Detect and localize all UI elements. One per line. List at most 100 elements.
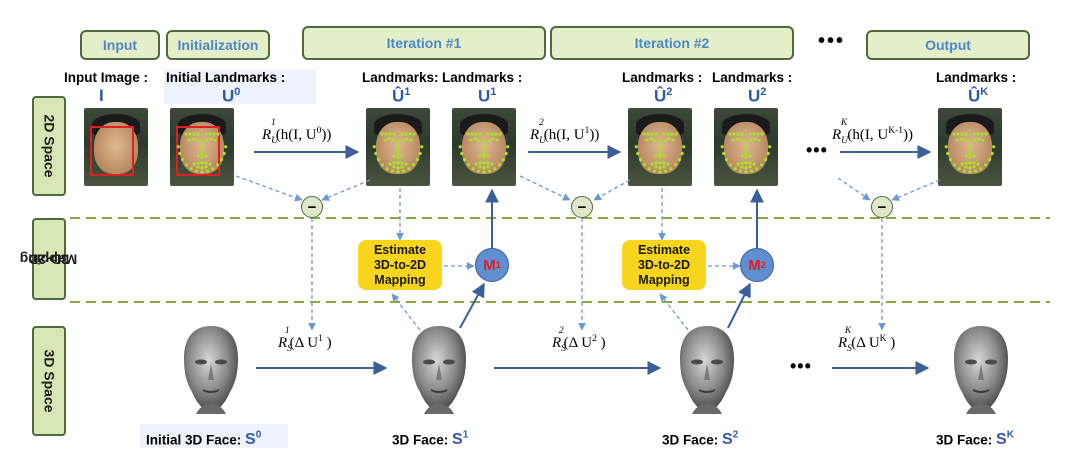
stage-label-input: Input bbox=[102, 37, 138, 53]
landmark-points bbox=[176, 132, 228, 174]
landmark-dot bbox=[736, 162, 740, 166]
landmark-dot bbox=[372, 145, 376, 149]
landmark-dot bbox=[735, 137, 739, 141]
formula-rsk: RSK(Δ UK ) bbox=[838, 326, 896, 354]
landmark-dot bbox=[176, 145, 180, 149]
landmark-dot bbox=[649, 137, 653, 141]
landmark-dot bbox=[732, 132, 736, 136]
label-initial-landmarks: Initial Landmarks : bbox=[166, 70, 286, 85]
landmark-dot bbox=[482, 155, 486, 159]
dash-hat2-to-minus bbox=[593, 179, 631, 201]
landmark-dot bbox=[682, 145, 686, 149]
landmark-dot bbox=[213, 138, 217, 142]
landmark-dot bbox=[392, 154, 396, 158]
landmark-dot bbox=[200, 170, 204, 174]
landmark-dot bbox=[466, 132, 470, 136]
landmark-dot bbox=[462, 158, 467, 162]
symbol-U2: U2 bbox=[748, 86, 767, 106]
face-model-sk bbox=[954, 326, 1008, 414]
landmark-dot bbox=[204, 154, 208, 158]
landmark-points bbox=[372, 132, 424, 174]
dash-face2-to-estimate bbox=[659, 293, 689, 331]
landmark-dot bbox=[187, 138, 191, 142]
face-photo-landmarks-hat-k bbox=[938, 108, 1002, 186]
landmark-dot bbox=[768, 145, 772, 149]
landmark-dot bbox=[979, 167, 983, 171]
landmark-dot bbox=[460, 151, 464, 156]
landmark-dot bbox=[968, 140, 972, 144]
landmark-dot bbox=[396, 166, 400, 170]
landmark-dot bbox=[760, 132, 764, 136]
landmark-dot bbox=[192, 132, 196, 136]
landmark-dot bbox=[388, 162, 392, 166]
landmark-dot bbox=[750, 169, 754, 173]
face-model-s1 bbox=[412, 326, 466, 414]
landmark-dot bbox=[673, 163, 678, 167]
landmark-dot bbox=[396, 152, 400, 156]
landmark-dot bbox=[482, 148, 486, 152]
landmark-dot bbox=[380, 163, 385, 167]
symbol-S1: S1 bbox=[452, 430, 469, 449]
landmark-dot bbox=[497, 163, 502, 167]
landmark-dot bbox=[650, 132, 654, 136]
symbol-S2: S2 bbox=[722, 430, 739, 449]
landmark-dot bbox=[412, 132, 416, 136]
landmark-dot bbox=[748, 161, 752, 165]
landmark-dot bbox=[647, 167, 651, 171]
landmark-dot bbox=[392, 132, 396, 136]
landmark-dot bbox=[200, 155, 204, 159]
landmark-dot bbox=[972, 154, 976, 158]
label-3d-face-2: 3D Face: S2 bbox=[662, 430, 739, 449]
landmark-dot bbox=[980, 132, 984, 136]
landmark-dot bbox=[731, 138, 735, 142]
landmark-dot bbox=[184, 132, 188, 136]
landmark-dot bbox=[411, 163, 416, 167]
arrow-face1-to-m1 bbox=[459, 282, 485, 329]
landmark-dot bbox=[200, 144, 204, 148]
landmark-dot bbox=[739, 138, 743, 142]
landmark-dot bbox=[486, 165, 490, 169]
landmark-dot bbox=[392, 165, 396, 169]
landmark-dot bbox=[219, 158, 224, 162]
landmark-dot bbox=[728, 163, 733, 167]
landmark-dot bbox=[390, 169, 394, 173]
landmark-dot bbox=[748, 165, 752, 169]
landmark-dot bbox=[959, 137, 963, 141]
landmark-dot bbox=[407, 167, 411, 171]
landmark-dot bbox=[482, 152, 486, 156]
landmark-dot bbox=[987, 158, 992, 162]
landmark-dot bbox=[973, 138, 977, 142]
landmark-dot bbox=[748, 154, 752, 158]
landmark-dot bbox=[482, 140, 486, 144]
landmark-dot bbox=[208, 162, 212, 166]
landmark-dot bbox=[470, 132, 474, 136]
landmark-dot bbox=[189, 167, 193, 171]
landmark-dot bbox=[658, 155, 662, 159]
landmark-dot bbox=[192, 162, 196, 166]
landmark-dot bbox=[196, 132, 200, 136]
landmark-dot bbox=[211, 167, 215, 171]
landmark-dot bbox=[753, 137, 757, 141]
landmark-dot bbox=[418, 151, 422, 156]
landmark-dot bbox=[180, 158, 185, 162]
landmark-dot bbox=[488, 169, 492, 173]
landmark-dot bbox=[200, 140, 204, 144]
landmark-dot bbox=[666, 162, 670, 166]
landmark-dot bbox=[654, 165, 658, 169]
dash-init-to-minus bbox=[235, 175, 303, 202]
landmark-dot bbox=[658, 148, 662, 152]
landmark-dot bbox=[498, 132, 502, 136]
stage-box-input: Input bbox=[80, 30, 160, 60]
label-3d-face-k: 3D Face: SK bbox=[936, 430, 1014, 449]
landmark-dot bbox=[670, 132, 674, 136]
landmark-dot bbox=[944, 145, 948, 149]
landmark-dot bbox=[669, 167, 673, 171]
landmark-dot bbox=[374, 151, 378, 156]
landmark-points bbox=[944, 132, 996, 174]
landmark-dot bbox=[482, 144, 486, 148]
landmark-dot bbox=[401, 138, 405, 142]
stage-box-output: Output bbox=[866, 30, 1030, 60]
landmark-dot bbox=[204, 132, 208, 136]
landmark-dot bbox=[652, 169, 656, 173]
